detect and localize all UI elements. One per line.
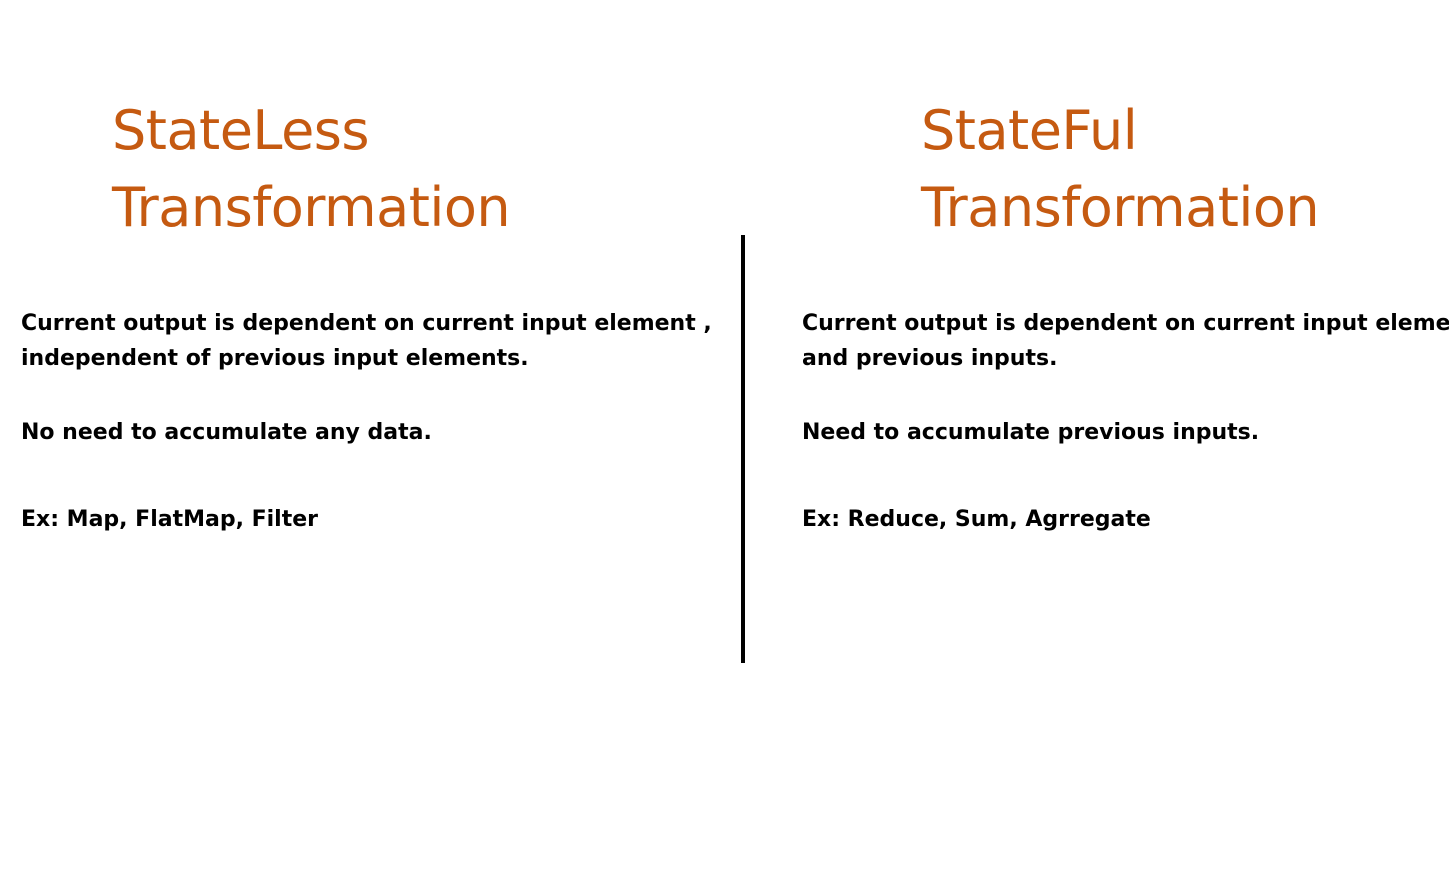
stateful-description-line2: and previous inputs. bbox=[802, 346, 1058, 371]
stateless-title-line2: Transformation bbox=[112, 176, 511, 239]
stateless-title-line1: StateLess bbox=[112, 99, 370, 162]
stateful-title-line1: StateFul bbox=[921, 99, 1138, 162]
stateless-column: Current output is dependent on current i… bbox=[21, 311, 712, 532]
stateful-column: Current output is dependent on current i… bbox=[802, 0, 1449, 888]
stateless-title: StateLess Transformation bbox=[112, 92, 511, 246]
stateless-description-line2: independent of previous input elements. bbox=[21, 346, 529, 371]
stateful-accumulate-note: Need to accumulate previous inputs. bbox=[802, 420, 1260, 445]
stateless-accumulate-note: No need to accumulate any data. bbox=[21, 420, 432, 445]
stateful-description-line1: Current output is dependent on current i… bbox=[802, 311, 1449, 336]
stateful-examples: Ex: Reduce, Sum, Agrregate bbox=[802, 507, 1151, 532]
stateless-description-line1: Current output is dependent on current i… bbox=[21, 311, 712, 336]
stateful-title: StateFul Transformation bbox=[921, 92, 1320, 246]
stateless-examples: Ex: Map, FlatMap, Filter bbox=[21, 507, 319, 532]
column-divider bbox=[741, 235, 745, 663]
stateful-title-line2: Transformation bbox=[921, 176, 1320, 239]
